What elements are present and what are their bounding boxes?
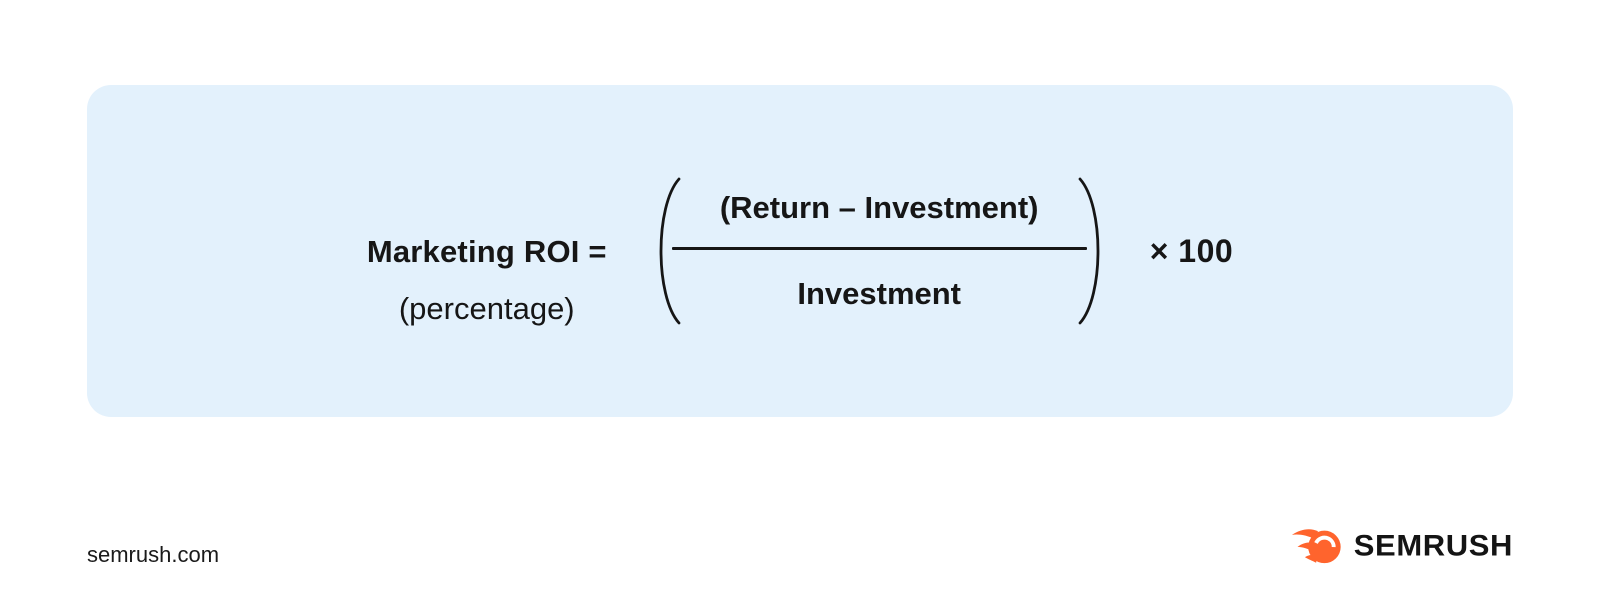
brand-wordmark: SEMRUSH	[1353, 528, 1513, 563]
website-url: semrush.com	[87, 542, 220, 567]
fraction-numerator: (Return – Investment)	[719, 190, 1039, 225]
formula-label-main: Marketing ROI =	[366, 233, 607, 269]
formula-label: Marketing ROI = (percentage)	[367, 233, 607, 328]
semrush-logo: SEMRUSH	[1291, 524, 1513, 568]
footer: semrush.com SEMRUSH	[87, 524, 1513, 568]
semrush-fireball-icon	[1291, 529, 1341, 564]
fraction-line	[671, 247, 1087, 250]
roi-formula: Marketing ROI = (percentage) (Return – I…	[367, 176, 1233, 326]
left-parenthesis-icon	[659, 177, 681, 325]
formula-card: Marketing ROI = (percentage) (Return – I…	[87, 85, 1513, 417]
fraction-denominator: Investment	[797, 276, 962, 311]
right-parenthesis-icon	[1078, 177, 1099, 325]
formula-multiplier: × 100	[1149, 232, 1234, 269]
fraction: (Return – Investment) Investment	[671, 190, 1087, 312]
formula-label-sub: (percentage)	[398, 290, 575, 326]
